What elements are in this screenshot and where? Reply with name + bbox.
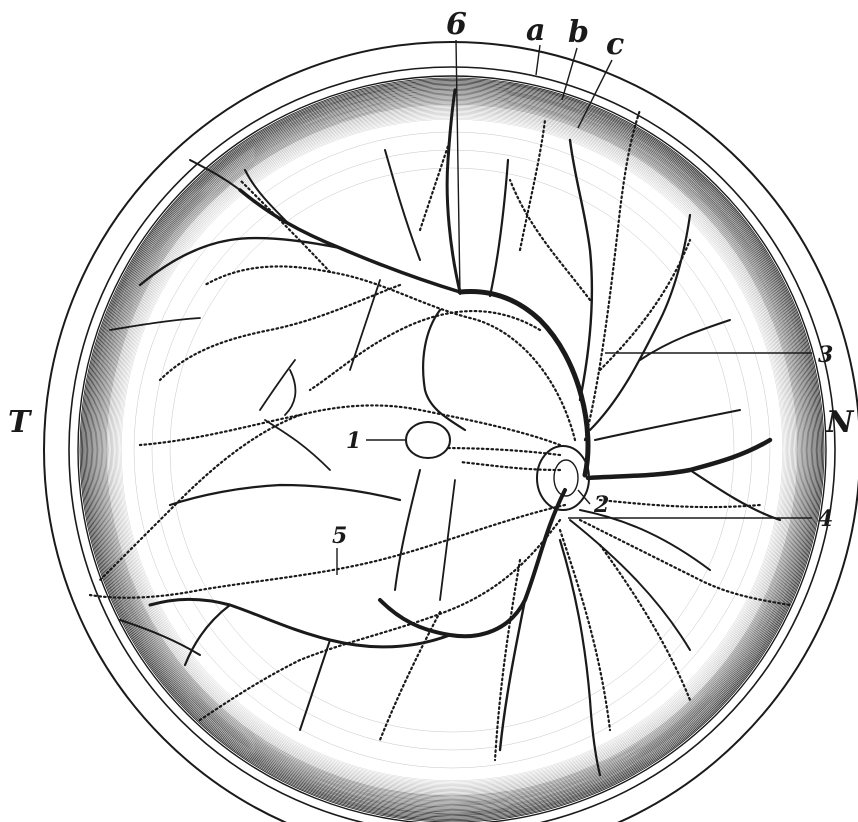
artery-inf-t <box>150 599 450 647</box>
label-3: 3 <box>818 342 833 368</box>
vein-upper-main <box>205 266 575 440</box>
label-b: b <box>568 15 589 50</box>
rim-line <box>116 114 788 786</box>
rim-line <box>115 113 789 787</box>
vein-macula-mid <box>440 448 560 455</box>
rim-line <box>106 104 798 796</box>
artery-sup-up3 <box>385 150 420 260</box>
vein-macula-inf <box>460 462 560 470</box>
artery-center-down <box>395 470 420 590</box>
rim-line <box>120 118 784 782</box>
vein-sup-small <box>420 140 450 230</box>
artery-inf-d4 <box>580 510 710 570</box>
artery-nasal-main <box>588 440 770 478</box>
leader-a <box>536 45 540 75</box>
macula <box>406 422 450 458</box>
rim-line <box>119 117 786 784</box>
optic-disc-outer <box>537 446 589 510</box>
artery-inf-d2 <box>560 540 600 775</box>
vein-sup-small2 <box>520 120 545 250</box>
shaded-rim <box>80 78 824 822</box>
label-4: 4 <box>818 506 833 532</box>
artery-inf-t3 <box>300 640 330 730</box>
vein-inferior-b3 <box>560 530 610 730</box>
rim-line <box>113 111 792 790</box>
artery-inf-d3 <box>570 520 690 650</box>
label-5: 5 <box>332 523 347 549</box>
vein-upper-branch <box>160 285 400 380</box>
label-2: 2 <box>593 492 609 518</box>
rim-line <box>105 103 799 797</box>
rim-line <box>118 116 787 785</box>
artery-sup-inner3 <box>260 360 295 415</box>
artery-temporal-mid <box>170 485 400 505</box>
rim-inner-line <box>134 132 770 768</box>
rim-line <box>121 119 783 781</box>
ring-b <box>69 67 835 822</box>
label-a: a <box>526 13 545 48</box>
optic-disc <box>537 446 589 510</box>
rim-line <box>109 107 796 794</box>
label-nasal: N <box>825 405 855 440</box>
vein-nasal-mid <box>600 500 760 507</box>
artery-superior-temporal <box>240 190 460 292</box>
vein-inferior-b2 <box>495 560 520 760</box>
leader-b <box>562 48 577 100</box>
rim-line <box>114 112 791 789</box>
artery-nasal-sup2 <box>590 215 690 430</box>
label-6: 6 <box>446 7 467 42</box>
vein-temporal-up <box>240 180 330 272</box>
artery-sup-up2 <box>490 160 508 296</box>
artery-nasal-sup3 <box>640 320 730 360</box>
outer-rings <box>44 42 858 822</box>
artery-nasal-sup4 <box>595 410 740 440</box>
artery-sup-inner2 <box>350 280 380 370</box>
vein-inferior-main <box>200 520 560 720</box>
rim-line <box>108 106 797 795</box>
rim-line <box>111 109 793 791</box>
rim-line <box>110 108 794 792</box>
label-c: c <box>606 27 624 62</box>
artery-center-down2 <box>440 480 455 600</box>
label-temporal: T <box>8 405 33 440</box>
label-1: 1 <box>346 428 361 454</box>
artery-nasal-h2 <box>690 470 780 520</box>
